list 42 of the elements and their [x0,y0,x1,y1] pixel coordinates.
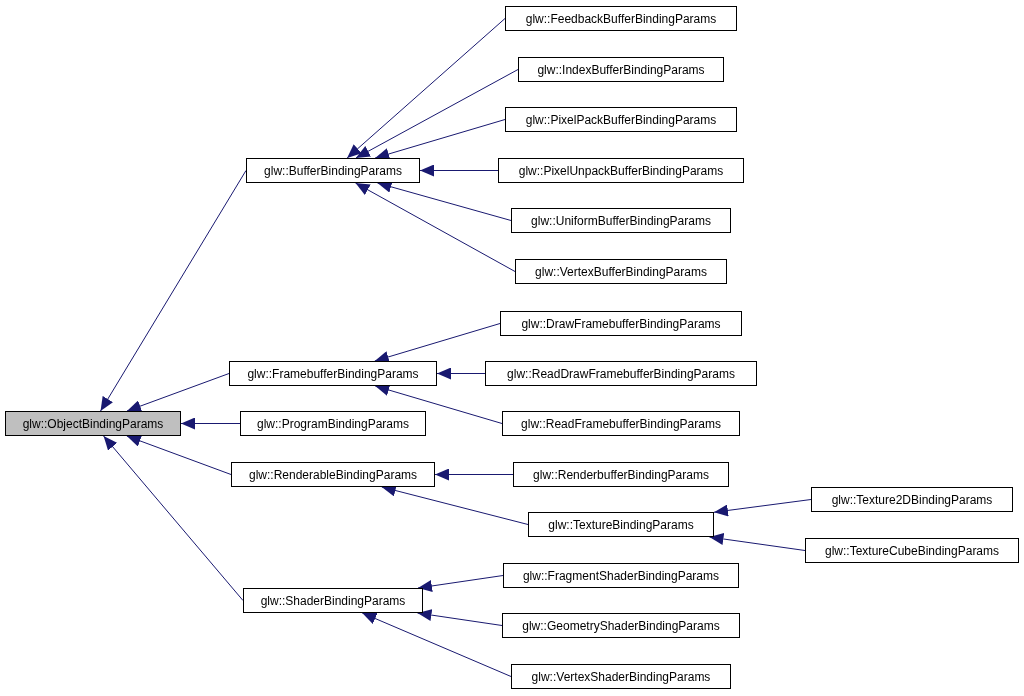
inheritance-arrow [377,181,512,221]
inheritance-arrow [434,468,514,481]
class-box: glw::RenderbufferBindingParams [513,462,729,487]
inheritance-arrow [126,435,232,475]
class-box: glw::DrawFramebufferBindingParams [500,311,742,336]
inheritance-arrow [417,575,504,592]
inheritance-arrow [346,18,506,159]
inheritance-arrow [100,170,247,412]
inheritance-arrow [419,164,499,177]
class-box: glw::FragmentShaderBindingParams [503,563,739,588]
class-box: glw::IndexBufferBindingParams [518,57,724,82]
class-box: glw::ShaderBindingParams [243,588,423,613]
class-box: glw::FeedbackBufferBindingParams [505,6,737,31]
class-box: glw::TextureCubeBindingParams [805,538,1019,563]
class-box: glw::PixelUnpackBufferBindingParams [498,158,744,183]
inheritance-arrow [103,435,244,601]
inheritance-arrow [374,119,506,160]
class-box: glw::ReadFramebufferBindingParams [502,411,740,436]
inheritance-arrow [361,612,512,677]
class-box: glw::BufferBindingParams [246,158,420,183]
inheritance-arrow [436,367,486,380]
class-box: glw::PixelPackBufferBindingParams [505,107,737,132]
class-box: glw::VertexShaderBindingParams [511,664,731,689]
class-box: glw::Texture2DBindingParams [811,487,1013,512]
inheritance-arrow [355,182,516,272]
class-box: glw::ProgramBindingParams [240,411,426,436]
inheritance-arrow [417,609,503,626]
inheritance-arrow [355,69,519,159]
class-box: glw::ObjectBindingParams [5,411,181,436]
class-box: glw::TextureBindingParams [528,512,714,537]
inheritance-arrow [374,323,501,363]
inheritance-arrow [180,417,241,430]
inheritance-arrow [708,533,806,551]
class-box: glw::UniformBufferBindingParams [511,208,731,233]
inheritance-arrow [374,384,503,424]
class-box: glw::RenderableBindingParams [231,462,435,487]
inheritance-arrow [126,373,230,412]
inheritance-arrow [713,499,812,517]
class-box: glw::VertexBufferBindingParams [515,259,727,284]
class-box: glw::FramebufferBindingParams [229,361,437,386]
class-box: glw::GeometryShaderBindingParams [502,613,740,638]
class-box: glw::ReadDrawFramebufferBindingParams [485,361,757,386]
